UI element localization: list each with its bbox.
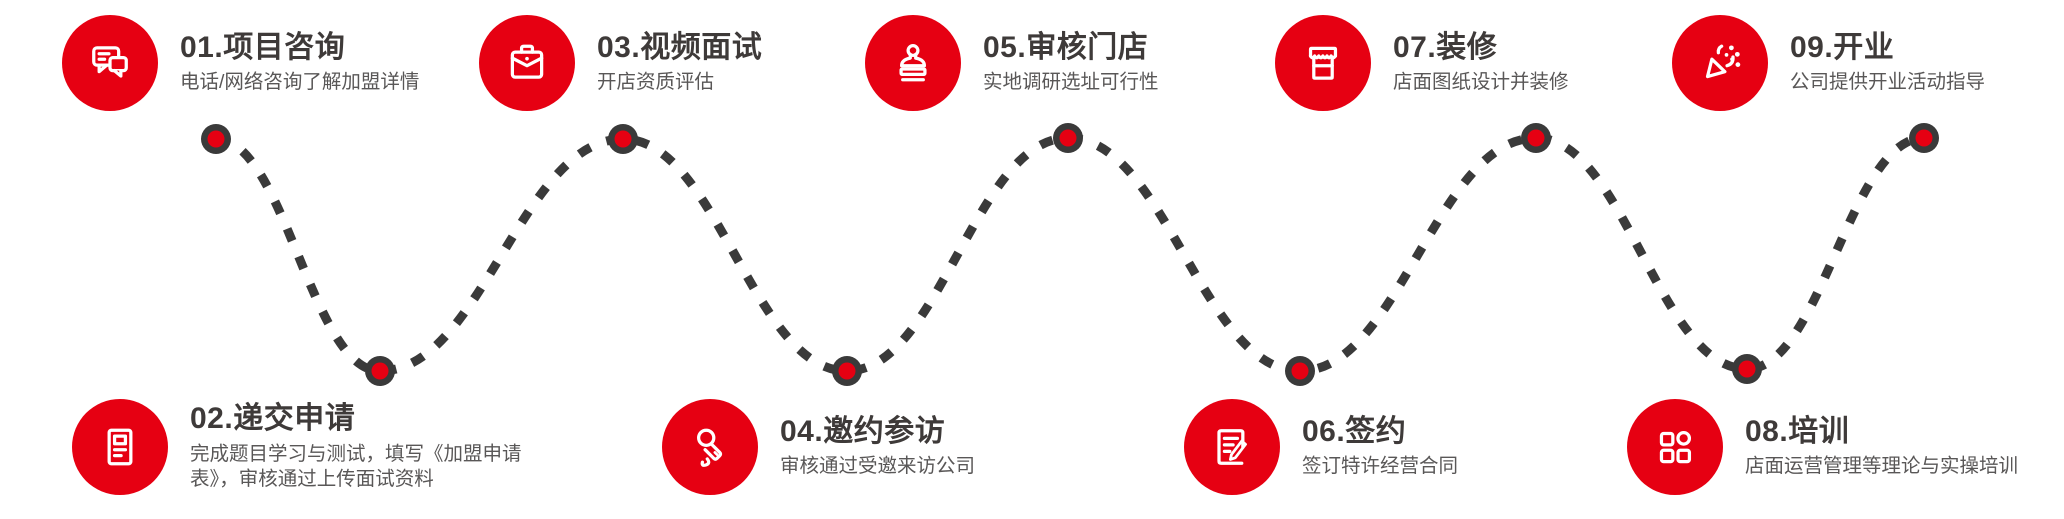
step-description: 店面运营管理等理论与实操培训 [1745,455,2019,478]
step-text: 08.培训 店面运营管理等理论与实操培训 [1745,415,2018,480]
step-description: 公司提供开业活动指导 [1790,71,1986,94]
step-description: 实地调研选址可行性 [983,71,1159,94]
step-text: 02.递交申请 完成题目学习与测试，填写《加盟申请表》，审核通过上传面试资料 [190,402,524,492]
microphone-icon [697,428,723,467]
step-description: 电话/网络咨询了解加盟详情 [180,71,420,94]
step-icon-circle [662,399,758,495]
step-icon-circle [1184,399,1280,495]
party-popper-icon [1705,44,1741,79]
step-block-06: 06.签约 签订特许经营合同 [1184,399,1458,495]
step-icon-circle [1672,15,1768,111]
contract-pen-icon [1217,429,1247,465]
step-text: 01.项目咨询 电话/网络咨询了解加盟详情 [180,31,419,96]
step-title: 02.递交申请 [190,402,356,436]
flow-node [1732,354,1762,384]
step-text: 09.开业 公司提供开业活动指导 [1790,31,1985,96]
step-icon-circle [479,15,575,111]
flow-node [832,356,862,386]
flow-dashed-path [215,133,1925,376]
step-description: 开店资质评估 [597,71,715,94]
step-icon-circle [865,15,961,111]
step-text: 04.邀约参访 审核通过受邀来访公司 [780,415,975,480]
step-icon-circle [1627,399,1723,495]
flow-node [608,124,638,154]
step-title: 07.装修 [1393,30,1498,64]
briefcase-icon [510,44,544,79]
storefront-icon [1308,46,1338,80]
step-title: 01.项目咨询 [180,30,346,64]
step-text: 05.审核门店 实地调研选址可行性 [983,31,1159,96]
step-title: 05.审核门店 [983,30,1149,64]
flow-node [1909,123,1939,153]
step-description: 完成题目学习与测试，填写《加盟申请表》，审核通过上传面试资料 [190,442,522,490]
step-text: 03.视频面试 开店资质评估 [597,31,762,96]
step-description: 店面图纸设计并装修 [1393,71,1569,94]
step-block-05: 05.审核门店 实地调研选址可行性 [865,15,1159,111]
step-icon-circle [1275,15,1371,111]
step-icon-circle [62,15,158,111]
step-title: 09.开业 [1790,30,1895,64]
flow-node [1053,123,1083,153]
stamp-icon [899,44,927,82]
step-block-03: 03.视频面试 开店资质评估 [479,15,762,111]
step-title: 06.签约 [1302,414,1407,448]
step-block-07: 07.装修 店面图纸设计并装修 [1275,15,1569,111]
step-block-01: 01.项目咨询 电话/网络咨询了解加盟详情 [62,15,419,111]
flow-node [201,124,231,154]
step-title: 08.培训 [1745,414,1850,448]
flow-node [365,356,395,386]
chat-bubbles-icon [92,46,128,78]
flow-node [1521,123,1551,153]
step-title: 04.邀约参访 [780,414,946,448]
flow-node [1285,356,1315,386]
step-title: 03.视频面试 [597,30,763,64]
step-text: 06.签约 签订特许经营合同 [1302,415,1458,480]
form-document-icon [107,428,133,466]
step-block-09: 09.开业 公司提供开业活动指导 [1672,15,1985,111]
step-block-04: 04.邀约参访 审核通过受邀来访公司 [662,399,975,495]
step-block-02: 02.递交申请 完成题目学习与测试，填写《加盟申请表》，审核通过上传面试资料 [72,399,524,495]
step-icon-circle [72,399,168,495]
step-text: 07.装修 店面图纸设计并装修 [1393,31,1569,96]
step-block-08: 08.培训 店面运营管理等理论与实操培训 [1627,399,2018,495]
app-grid-icon [1659,430,1692,464]
step-description: 签订特许经营合同 [1302,455,1459,478]
step-description: 审核通过受邀来访公司 [780,455,976,478]
